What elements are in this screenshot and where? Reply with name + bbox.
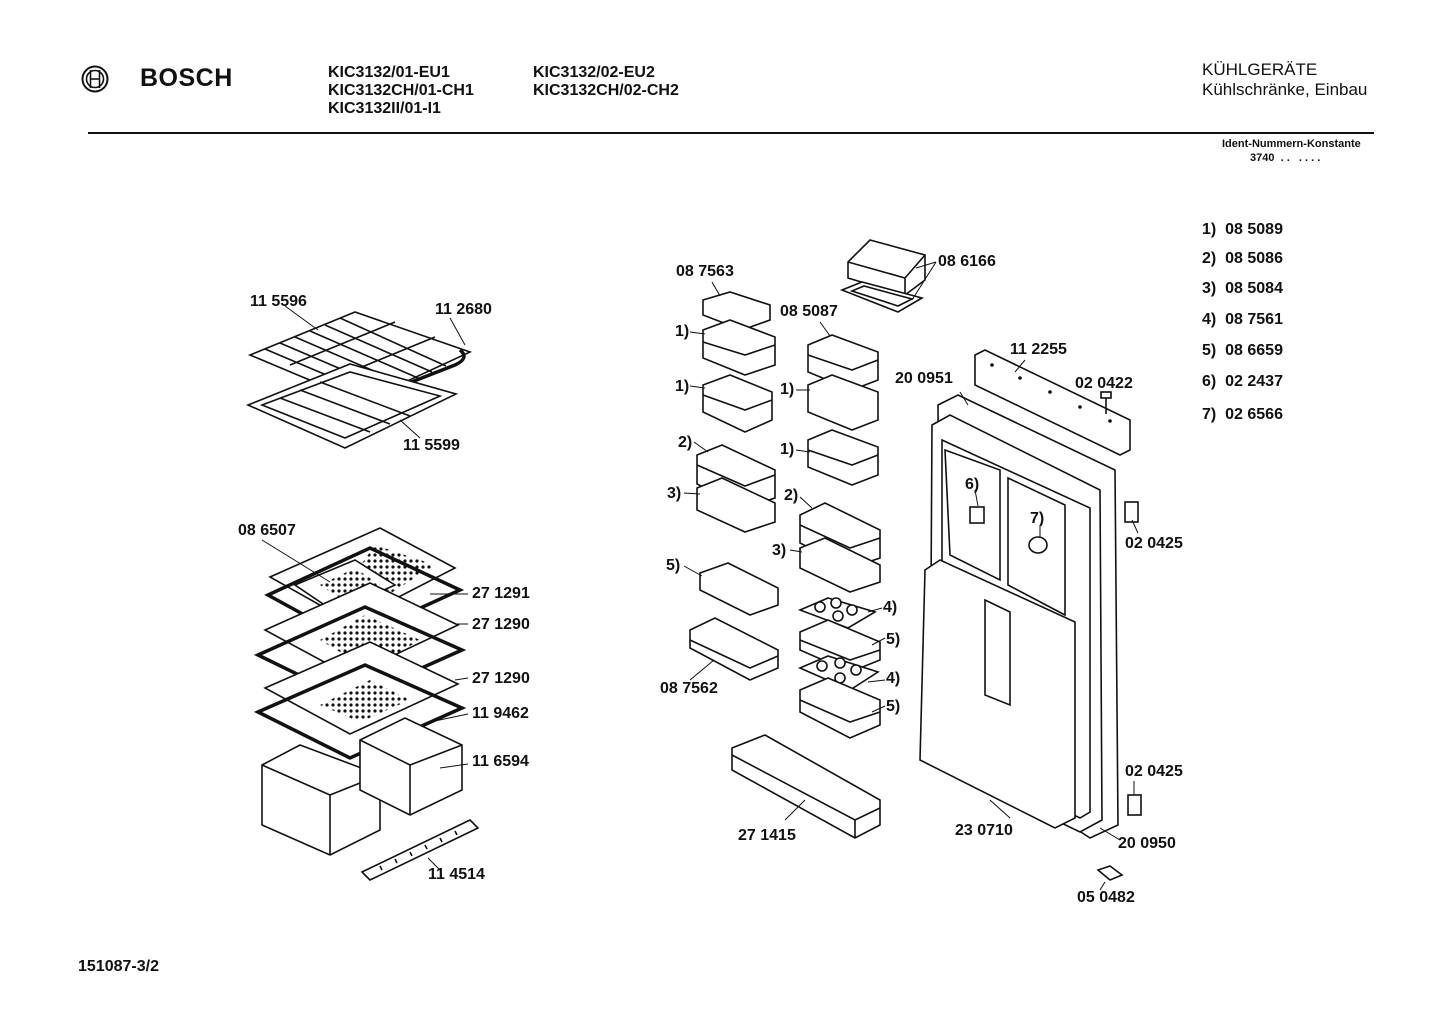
legend-part: 02 2437 — [1225, 373, 1283, 390]
part-label: 05 0482 — [1077, 889, 1135, 906]
part-label: 08 6507 — [238, 522, 296, 539]
callout: 2) — [784, 487, 799, 504]
legend-key: 3) — [1202, 280, 1217, 297]
model-4: KIC3132/02-EU2 — [533, 64, 655, 81]
callout: 5) — [886, 631, 901, 648]
callout: 1) — [675, 323, 690, 340]
part-label: 27 1290 — [472, 670, 530, 687]
part-label: 11 9462 — [472, 705, 529, 722]
legend-row-5: 5) 08 6659 — [1202, 342, 1283, 360]
legend-part: 08 5089 — [1225, 221, 1283, 238]
part-label: 08 5087 — [780, 303, 838, 320]
callout: 4) — [886, 670, 901, 687]
legend-part: 08 6659 — [1225, 342, 1283, 359]
legend-row-4: 4) 08 7561 — [1202, 311, 1283, 329]
category-subtitle: Kühlschränke, Einbau — [1202, 80, 1368, 99]
callout: 3) — [772, 542, 787, 559]
callout: 3) — [667, 485, 682, 502]
legend-row-7: 7) 02 6566 — [1202, 406, 1283, 424]
model-1: KIC3132/01-EU1 — [328, 64, 450, 81]
part-label: 27 1415 — [738, 827, 796, 844]
part-label: 08 7562 — [660, 680, 718, 697]
glass-shelves — [253, 527, 469, 760]
model-3: KIC3132II/01-I1 — [328, 100, 441, 117]
callout: 4) — [883, 599, 898, 616]
legend-key: 1) — [1202, 221, 1217, 238]
callout: 1) — [675, 378, 690, 395]
part-label: 11 6594 — [472, 753, 529, 770]
legend-key: 6) — [1202, 373, 1217, 390]
document-number: 151087-3/2 — [78, 958, 159, 975]
part-label: 11 2255 — [1010, 341, 1067, 358]
callout: 6) — [965, 476, 980, 493]
bottle-shelf — [731, 734, 881, 839]
part-label: 27 1290 — [472, 616, 530, 633]
door-shelves-left — [683, 281, 779, 681]
part-label: 20 0950 — [1118, 835, 1176, 852]
callout: 5) — [886, 698, 901, 715]
wire-shelf — [245, 305, 473, 449]
legend-row-6: 6) 02 2437 — [1202, 373, 1283, 391]
callout: 5) — [666, 557, 681, 574]
callout: 1) — [780, 441, 795, 458]
bosch-logo — [80, 64, 110, 99]
door-assembly — [919, 349, 1142, 891]
legend-row-2: 2) 08 5086 — [1202, 250, 1283, 268]
part-label: 11 5596 — [250, 293, 307, 310]
part-label: 11 2680 — [435, 301, 492, 318]
legend-key: 7) — [1202, 406, 1217, 423]
model-5: KIC3132CH/02-CH2 — [533, 82, 679, 99]
door-shelves-middle — [789, 321, 881, 593]
part-label: 02 0425 — [1125, 535, 1183, 552]
part-label: 02 0422 — [1075, 375, 1133, 392]
model-list-col2: KIC3132/02-EU2 KIC3132CH/02-CH2 — [533, 64, 679, 100]
egg-trays — [797, 597, 886, 739]
ident-value: 3740 . . . . . . — [1250, 152, 1321, 164]
crisper-drawers — [261, 717, 469, 856]
legend-part: 08 7561 — [1225, 311, 1283, 328]
legend-row-1: 1) 08 5089 — [1202, 221, 1283, 239]
ident-label: Ident-Nummern-Konstante — [1222, 138, 1361, 150]
callout: 1) — [780, 381, 795, 398]
legend-row-3: 3) 08 5084 — [1202, 280, 1283, 298]
butter-compartment — [839, 239, 937, 313]
part-label: 20 0951 — [895, 370, 953, 387]
model-2: KIC3132CH/01-CH1 — [328, 82, 474, 99]
part-label: 11 4514 — [428, 866, 485, 883]
header-rule — [88, 132, 1374, 134]
part-label: 02 0425 — [1125, 763, 1183, 780]
brand-name: BOSCH — [140, 64, 233, 92]
bosch-armature-icon — [81, 65, 109, 93]
legend-key: 5) — [1202, 342, 1217, 359]
part-label: 27 1291 — [472, 585, 530, 602]
legend-key: 4) — [1202, 311, 1217, 328]
callout: 7) — [1030, 510, 1045, 527]
legend-part: 02 6566 — [1225, 406, 1283, 423]
category-block: KÜHLGERÄTE Kühlschränke, Einbau — [1202, 60, 1367, 100]
part-label: 08 6166 — [938, 253, 996, 270]
legend-key: 2) — [1202, 250, 1217, 267]
part-label: 11 5599 — [403, 437, 460, 454]
callout: 2) — [678, 434, 693, 451]
legend-part: 08 5086 — [1225, 250, 1283, 267]
part-label: 08 7563 — [676, 263, 734, 280]
decor-strip — [360, 819, 480, 881]
part-label: 23 0710 — [955, 822, 1013, 839]
category-title: KÜHLGERÄTE — [1202, 60, 1318, 79]
legend-part: 08 5084 — [1225, 280, 1283, 297]
model-list-col1: KIC3132/01-EU1 KIC3132CH/01-CH1 KIC3132I… — [328, 64, 474, 118]
